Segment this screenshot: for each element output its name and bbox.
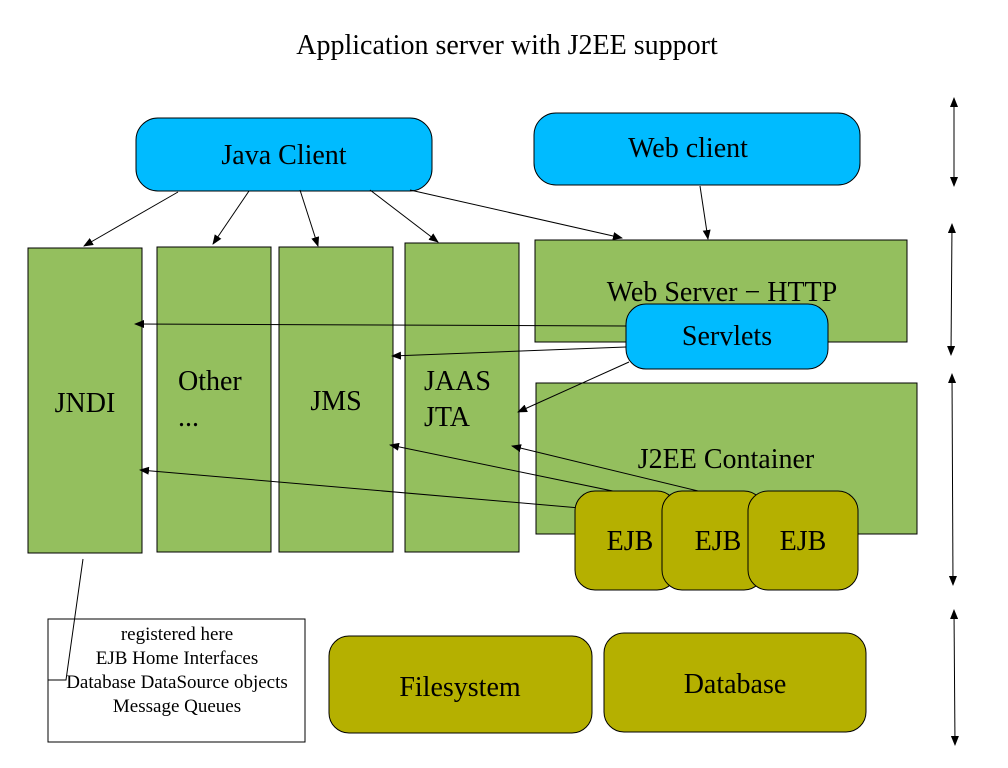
- arrow-servlets-to-jta: [517, 361, 630, 413]
- web-client-node: Web client: [533, 112, 861, 186]
- other-label-line1: Other: [178, 366, 242, 397]
- jaas-jta-node: JAAS JTA: [404, 242, 520, 553]
- jms-node: JMS: [278, 246, 394, 553]
- note-line: Message Queues: [113, 696, 241, 717]
- servlets-node: Servlets: [625, 303, 829, 370]
- arrow-webclient-to-webserver: [699, 185, 711, 240]
- arrow-servlets-to-jndi: [134, 320, 627, 329]
- arrow-java-to-other: [212, 190, 250, 245]
- layer-arrow-storage: [950, 609, 959, 746]
- jta-label: JTA: [424, 402, 471, 433]
- diagram-title: Application server with J2EE support: [296, 30, 718, 61]
- ejb-label: EJB: [695, 526, 742, 557]
- java-client-label: Java Client: [221, 140, 346, 171]
- servlets-label: Servlets: [682, 321, 772, 352]
- jaas-label: JAAS: [424, 366, 491, 397]
- j2ee-container-label: J2EE Container: [638, 444, 815, 475]
- note-line: EJB Home Interfaces: [96, 648, 259, 669]
- note-line: registered here: [121, 624, 233, 645]
- ejb-label: EJB: [607, 526, 654, 557]
- other-label-line2: ...: [178, 402, 199, 433]
- ejb-node: EJB: [747, 490, 859, 591]
- web-server-label: Web Server − HTTP: [607, 277, 837, 308]
- jms-label: JMS: [310, 386, 361, 417]
- jndi-note-connector: [48, 558, 84, 681]
- database-node: Database: [603, 632, 867, 733]
- layer-arrow-services: [948, 373, 957, 586]
- arrow-java-to-webserver: [409, 189, 623, 240]
- java-client-node: Java Client: [135, 117, 433, 192]
- ejb-node: EJB: [574, 490, 678, 591]
- arrow-ejb-to-jndi: [139, 466, 581, 509]
- ejb-node: EJB: [661, 490, 765, 591]
- arrow-java-to-jaas: [369, 189, 439, 243]
- note-line: Database DataSource objects: [66, 672, 288, 693]
- arrow-java-to-jms: [299, 189, 320, 247]
- jndi-label: JNDI: [55, 388, 116, 419]
- arrow-java-to-jndi: [83, 191, 179, 247]
- web-client-label: Web client: [628, 133, 748, 164]
- jndi-node: JNDI: [27, 247, 143, 554]
- filesystem-label: Filesystem: [399, 672, 521, 703]
- arrow-servlets-to-jms: [391, 346, 627, 360]
- layer-arrow-web: [947, 223, 956, 356]
- jndi-registration-note: registered here EJB Home Interfaces Data…: [47, 618, 306, 743]
- database-label: Database: [684, 669, 787, 700]
- filesystem-node: Filesystem: [328, 635, 593, 734]
- other-node: Other ...: [156, 246, 272, 553]
- ejb-label: EJB: [780, 526, 827, 557]
